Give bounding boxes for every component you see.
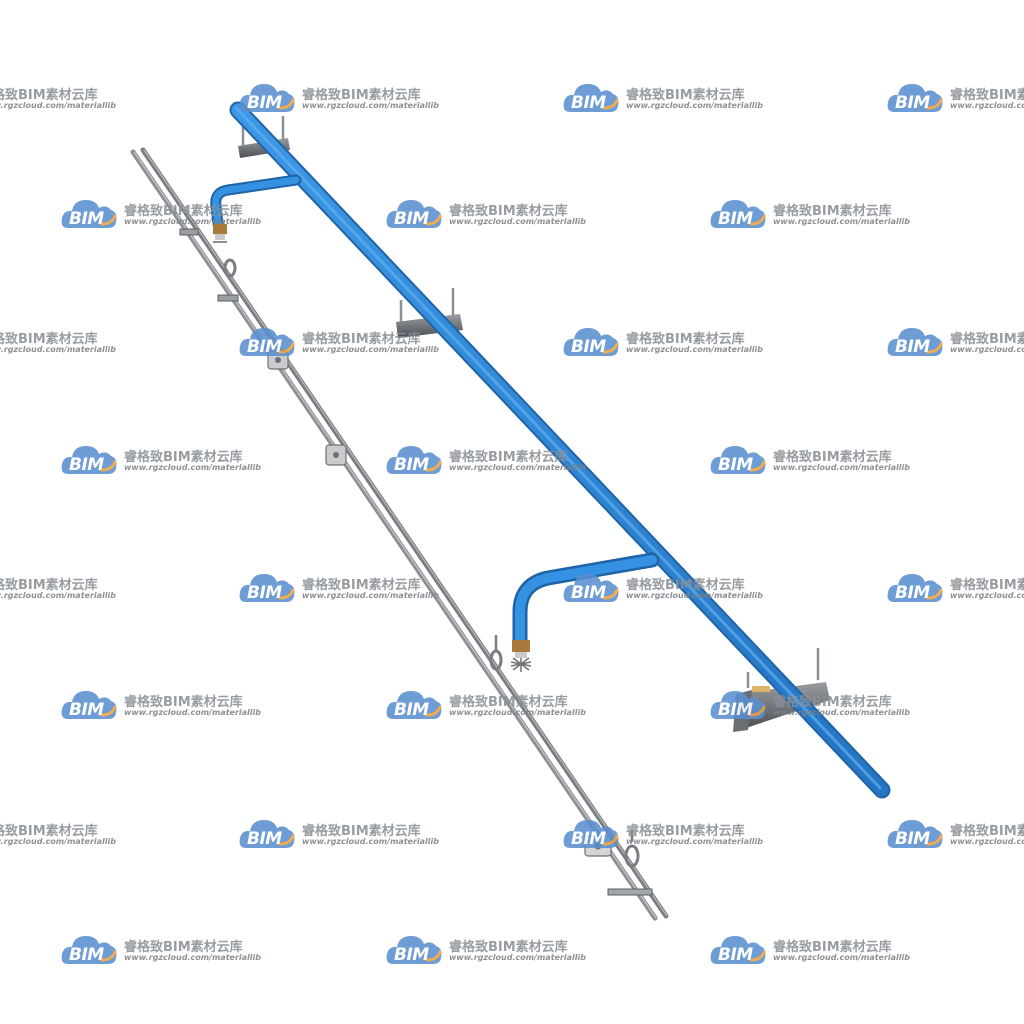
pipe-clamp: [624, 830, 640, 868]
pipe-clamp: [217, 294, 239, 302]
threaded-rod-a: [130, 149, 658, 921]
pipe-clamp: [179, 228, 199, 236]
pipe-clamp: [607, 888, 653, 896]
pipe-clamp: [267, 350, 289, 370]
pipe-clamp: [325, 444, 347, 466]
threaded-rod-b: [140, 147, 669, 919]
sprinkler-head: [213, 224, 227, 243]
pipe-clamp: [223, 258, 237, 278]
pipe-clamp: [489, 635, 503, 671]
sprinkler-head: [510, 640, 532, 672]
threaded-rods: [130, 147, 669, 921]
main-pipe: [229, 101, 891, 799]
branch-pipe: [512, 552, 660, 648]
pipe-clamp: [584, 835, 612, 857]
branch-pipe: [210, 174, 302, 230]
